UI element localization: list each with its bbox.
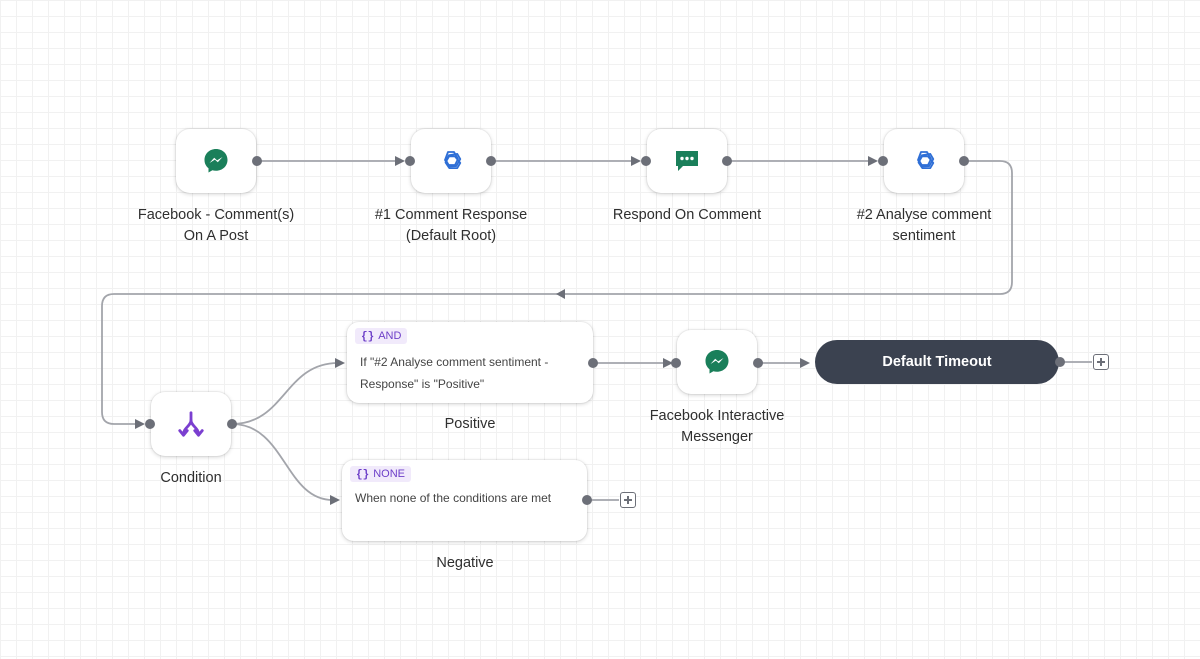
condition-text-line: When none of the conditions are met xyxy=(355,491,552,505)
output-port[interactable] xyxy=(753,358,763,368)
node-interactive-messenger[interactable] xyxy=(677,330,757,394)
add-step-button[interactable] xyxy=(620,492,636,508)
condition-text-line: Response" is "Positive" xyxy=(360,377,485,391)
output-port[interactable] xyxy=(588,358,598,368)
condition-text: If "#2 Analyse comment sentiment - Respo… xyxy=(360,351,548,395)
node-label: #1 Comment Response (Default Root) xyxy=(375,205,527,247)
tag-text: AND xyxy=(378,330,402,342)
node-label: Facebook Interactive Messenger xyxy=(650,406,785,448)
output-port[interactable] xyxy=(486,156,496,166)
none-tag: {}NONE xyxy=(350,466,411,482)
condition-text-line: If "#2 Analyse comment sentiment - xyxy=(360,355,549,369)
node-label: Facebook - Comment(s) On A Post xyxy=(138,205,294,247)
default-timeout-node[interactable]: Default Timeout xyxy=(815,340,1059,384)
arrow-head xyxy=(330,495,340,505)
node-facebook-comment[interactable] xyxy=(176,129,256,193)
label-line: sentiment xyxy=(892,228,956,244)
label-line: Condition xyxy=(160,470,222,486)
node-analyse-sentiment[interactable] xyxy=(884,129,964,193)
and-tag: {}AND xyxy=(355,328,408,344)
input-port[interactable] xyxy=(878,156,888,166)
openai-icon xyxy=(909,146,939,176)
braces-icon: {} xyxy=(356,469,370,481)
label-line: (Default Root) xyxy=(405,228,497,244)
openai-icon xyxy=(436,146,466,176)
label-line: #1 Comment Response xyxy=(374,207,528,223)
branch-label-positive: Positive xyxy=(444,416,496,432)
wire-condition-to-negative xyxy=(231,423,334,501)
label-line: #2 Analyse comment xyxy=(856,207,992,223)
input-port[interactable] xyxy=(405,156,415,166)
arrow-head xyxy=(800,358,810,368)
branch-negative-card[interactable]: {}NONE When none of the conditions are m… xyxy=(342,460,587,541)
label-line: Respond On Comment xyxy=(612,207,762,223)
arrow-head xyxy=(556,289,565,299)
label-line: Facebook Interactive xyxy=(649,408,785,424)
braces-icon: {} xyxy=(361,331,375,343)
label-line: On A Post xyxy=(183,228,249,244)
node-label: #2 Analyse comment sentiment xyxy=(857,205,992,247)
output-port[interactable] xyxy=(722,156,732,166)
arrow-head xyxy=(395,156,405,166)
output-port[interactable] xyxy=(252,156,262,166)
branch-label-negative: Negative xyxy=(436,555,494,571)
tag-text: NONE xyxy=(373,468,405,480)
output-port[interactable] xyxy=(1055,357,1065,367)
output-port[interactable] xyxy=(582,495,592,505)
arrow-head xyxy=(335,358,345,368)
messenger-icon xyxy=(702,347,732,377)
wire-condition-to-positive xyxy=(231,362,339,425)
input-port[interactable] xyxy=(641,156,651,166)
node-comment-response[interactable] xyxy=(411,129,491,193)
node-respond-on-comment[interactable] xyxy=(647,129,727,193)
arrow-head xyxy=(663,358,673,368)
label-line: Messenger xyxy=(681,429,753,445)
output-port[interactable] xyxy=(959,156,969,166)
node-label: Respond On Comment xyxy=(613,205,761,226)
output-port[interactable] xyxy=(227,419,237,429)
branch-positive-card[interactable]: {}AND If "#2 Analyse comment sentiment -… xyxy=(347,322,593,403)
messenger-icon xyxy=(201,146,231,176)
arrow-head xyxy=(868,156,878,166)
arrow-head xyxy=(135,419,145,429)
arrow-head xyxy=(631,156,641,166)
add-step-button[interactable] xyxy=(1093,354,1109,370)
chat-bubble-icon xyxy=(672,146,702,176)
split-arrows-icon xyxy=(176,409,206,439)
node-condition[interactable] xyxy=(151,392,231,456)
label-line: Facebook - Comment(s) xyxy=(137,207,295,223)
input-port[interactable] xyxy=(145,419,155,429)
condition-text: When none of the conditions are met xyxy=(355,487,551,509)
node-label: Condition xyxy=(160,468,221,489)
input-port[interactable] xyxy=(671,358,681,368)
default-timeout-label: Default Timeout xyxy=(882,354,992,370)
